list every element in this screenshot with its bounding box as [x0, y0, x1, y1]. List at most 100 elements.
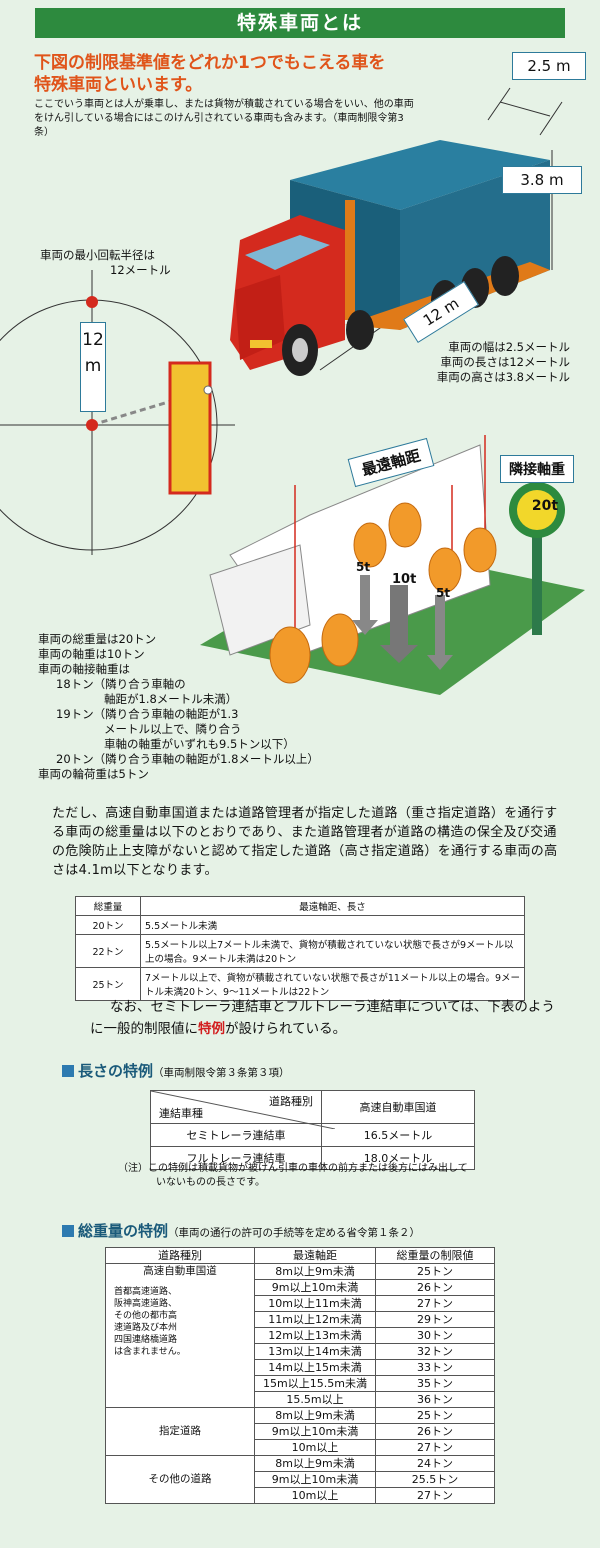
paragraph-heavy-roads: ただし、高速自動車国道または道路管理者が指定した道路（重さ指定道路）を通行する車…	[52, 806, 558, 878]
turning-note-line-1: 車両の最小回転半径は	[40, 248, 155, 262]
table-cell: 16.5メートル	[321, 1123, 475, 1147]
table-cell: 9m以上10m未満	[254, 1423, 376, 1440]
table-header: 高速自動車国道	[321, 1090, 475, 1124]
table-cell: 35トン	[375, 1375, 495, 1392]
note-line: 阪神高速道路、	[114, 1298, 178, 1309]
table-cell: 26トン	[375, 1423, 495, 1440]
table-row: 25トン 7メートル以上で、貨物が積載されていない状態で長さが11メートル以上の…	[75, 967, 525, 1001]
weight-limit-sign: 20t	[531, 498, 559, 514]
note-line: は含まれません。	[114, 1346, 186, 1357]
table-cell: 25トン	[375, 1407, 495, 1424]
table-cell: 5.5メートル未満	[140, 915, 525, 935]
table-header-row: 総重量 最遠軸距、長さ	[75, 896, 525, 916]
table-header-row: 道路種別 連結車種 高速自動車国道	[150, 1090, 475, 1129]
table-cell: 8m以上9m未満	[254, 1263, 376, 1280]
weight-note-adjacent: 車両の軸接軸重は	[38, 662, 130, 676]
paragraph2-text: なお、セミトレーラ連結車とフルトレーラ連結車については、下表のように一般的制限値…	[90, 999, 555, 1037]
table-cell: 9m以上10m未満	[254, 1279, 376, 1296]
table-cell: 5.5メートル以上7メートル未満で、貨物が積載されていない状態で長さが9メートル…	[140, 934, 525, 968]
weight-section-sub: （車両の通行の許可の手続等を定める省令第１条２）	[168, 1227, 421, 1239]
table-cell: 25トン	[75, 967, 141, 1001]
adjacent-axle-label: 隣接軸重	[500, 455, 574, 483]
table-cell: 24トン	[375, 1455, 495, 1472]
note-line: 四国連絡橋道路	[114, 1334, 178, 1345]
weight-note-18t-cond: 軸距が1.8メートル未満）	[104, 692, 238, 706]
length-section-sub: （車両制限令第３条第３項）	[153, 1067, 290, 1079]
note-line: 首都高速道路、	[114, 1286, 178, 1297]
table-cell: 7メートル以上で、貨物が積載されていない状態で長さが11メートル以上の場合。9メ…	[140, 967, 525, 1001]
total-weight-table: 総重量 最遠軸距、長さ 20トン 5.5メートル未満 22トン 5.5メートル以…	[75, 896, 525, 1001]
length-table-note: （注）この特例は積載貨物が被けん引車の車体の前方または後方にはみ出して いないも…	[118, 1162, 468, 1190]
weight-note-18t: 18トン（隣り合う車軸の	[56, 677, 186, 691]
turning-note-line-2: 12メートル	[110, 263, 171, 277]
weight-note-axle: 車両の軸重は10トン	[38, 647, 145, 661]
table-cell: 8m以上9m未満	[254, 1407, 376, 1424]
note-line: その他の都市高	[114, 1310, 178, 1321]
table-row: その他の道路 8m以上9m未満 24トン	[105, 1455, 495, 1504]
table-header-vehicle: 連結車種	[159, 1107, 203, 1120]
table-cell: 27トン	[375, 1439, 495, 1456]
weight-section-heading: 総重量の特例（車両の通行の許可の手続等を定める省令第１条２）	[62, 1220, 420, 1241]
page-title-banner: 特殊車両とは	[35, 8, 565, 38]
table-cell: 20トン	[75, 915, 141, 935]
intro-text: ここでいう車両とは人が乗車し、または貨物が積載されている場合をいい、他の車両をけ…	[34, 99, 414, 138]
road-type-cell: 指定道路	[105, 1407, 255, 1456]
table-header: 最遠軸距	[254, 1247, 376, 1264]
road-type-cell: 高速自動車国道	[105, 1263, 255, 1280]
table-row: 高速自動車国道 8m以上9m未満 25トン	[105, 1263, 495, 1280]
road-type-note-cell: 首都高速道路、 阪神高速道路、 その他の都市高 速道路及び本州 四国連絡橋道路 …	[105, 1279, 255, 1408]
table-cell: 12m以上13m未満	[254, 1327, 376, 1344]
table-cell: 8m以上9m未満	[254, 1455, 376, 1472]
table-cell: 9m以上10m未満	[254, 1471, 376, 1488]
size-note-height: 車両の高さは3.8メートル	[436, 370, 570, 384]
table-row: 指定道路 8m以上9m未満 25トン	[105, 1407, 495, 1456]
turning-radius-note: 車両の最小回転半径は 12メートル	[40, 248, 171, 278]
turning-radius-box: 12 m	[80, 322, 106, 412]
table-cell: 29トン	[375, 1311, 495, 1328]
road-type-cell: その他の道路	[105, 1455, 255, 1504]
table-cell: 13m以上14m未満	[254, 1343, 376, 1360]
length-section-heading: 長さの特例（車両制限令第３条第３項）	[62, 1060, 290, 1081]
table-cell: 25トン	[375, 1263, 495, 1280]
paragraph2-highlight: 特例	[198, 1021, 225, 1037]
table-cell: 10m以上	[254, 1439, 376, 1456]
size-notes: 車両の幅は2.5メートル 車両の長さは12メートル 車両の高さは3.8メートル	[420, 340, 570, 385]
table-row: 首都高速道路、 阪神高速道路、 その他の都市高 速道路及び本州 四国連絡橋道路 …	[105, 1279, 495, 1408]
table-header: 総重量の制限値	[375, 1247, 495, 1264]
wheel-load-5t: 5t	[356, 560, 371, 574]
diagonal-line	[151, 1091, 335, 1129]
note-line: 速道路及び本州	[114, 1322, 178, 1333]
height-dimension-box: 3.8 m	[502, 166, 582, 194]
table-cell: 10m以上	[254, 1487, 376, 1504]
note-line-1: （注）この特例は積載貨物が被けん引車の車体の前方または後方にはみ出して	[118, 1163, 468, 1174]
headline-line-1: 下図の制限基準値をどれか1つでもこえる車を	[34, 53, 386, 73]
square-bullet-icon	[62, 1065, 74, 1077]
headline-line-2: 特殊車両といいます。	[34, 75, 203, 95]
table-cell: 15.5m以上	[254, 1391, 376, 1408]
weight-note-20t: 20トン（隣り合う車軸の軸距が1.8メートル以上）	[56, 752, 319, 766]
table-row: 20トン 5.5メートル未満	[75, 915, 525, 935]
table-row: フルトレーラ連結車 18.0メートル	[150, 1146, 475, 1170]
table-header: 総重量	[75, 896, 141, 916]
headline: 下図の制限基準値をどれか1つでもこえる車を 特殊車両といいます。	[34, 52, 434, 96]
length-table: 道路種別 連結車種 高速自動車国道 セミトレーラ連結車 16.5メートル フルト…	[150, 1090, 475, 1170]
paragraph-special-cases: なお、セミトレーラ連結車とフルトレーラ連結車については、下表のように一般的制限値…	[90, 996, 560, 1040]
table-corner-cell: 道路種別 連結車種	[150, 1090, 335, 1129]
table-cell: 27トン	[375, 1487, 495, 1504]
square-bullet-icon	[62, 1225, 74, 1237]
table-cell: 30トン	[375, 1327, 495, 1344]
table-cell: 22トン	[75, 934, 141, 968]
table-cell: 33トン	[375, 1359, 495, 1376]
width-dimension-box: 2.5 m	[512, 52, 586, 80]
weight-section-title: 総重量の特例	[78, 1222, 169, 1240]
table-cell: フルトレーラ連結車	[150, 1146, 322, 1170]
table-cell: 25.5トン	[375, 1471, 495, 1488]
table-header-row: 道路種別 最遠軸距 総重量の制限値	[105, 1247, 495, 1264]
table-cell: 18.0メートル	[321, 1146, 475, 1170]
